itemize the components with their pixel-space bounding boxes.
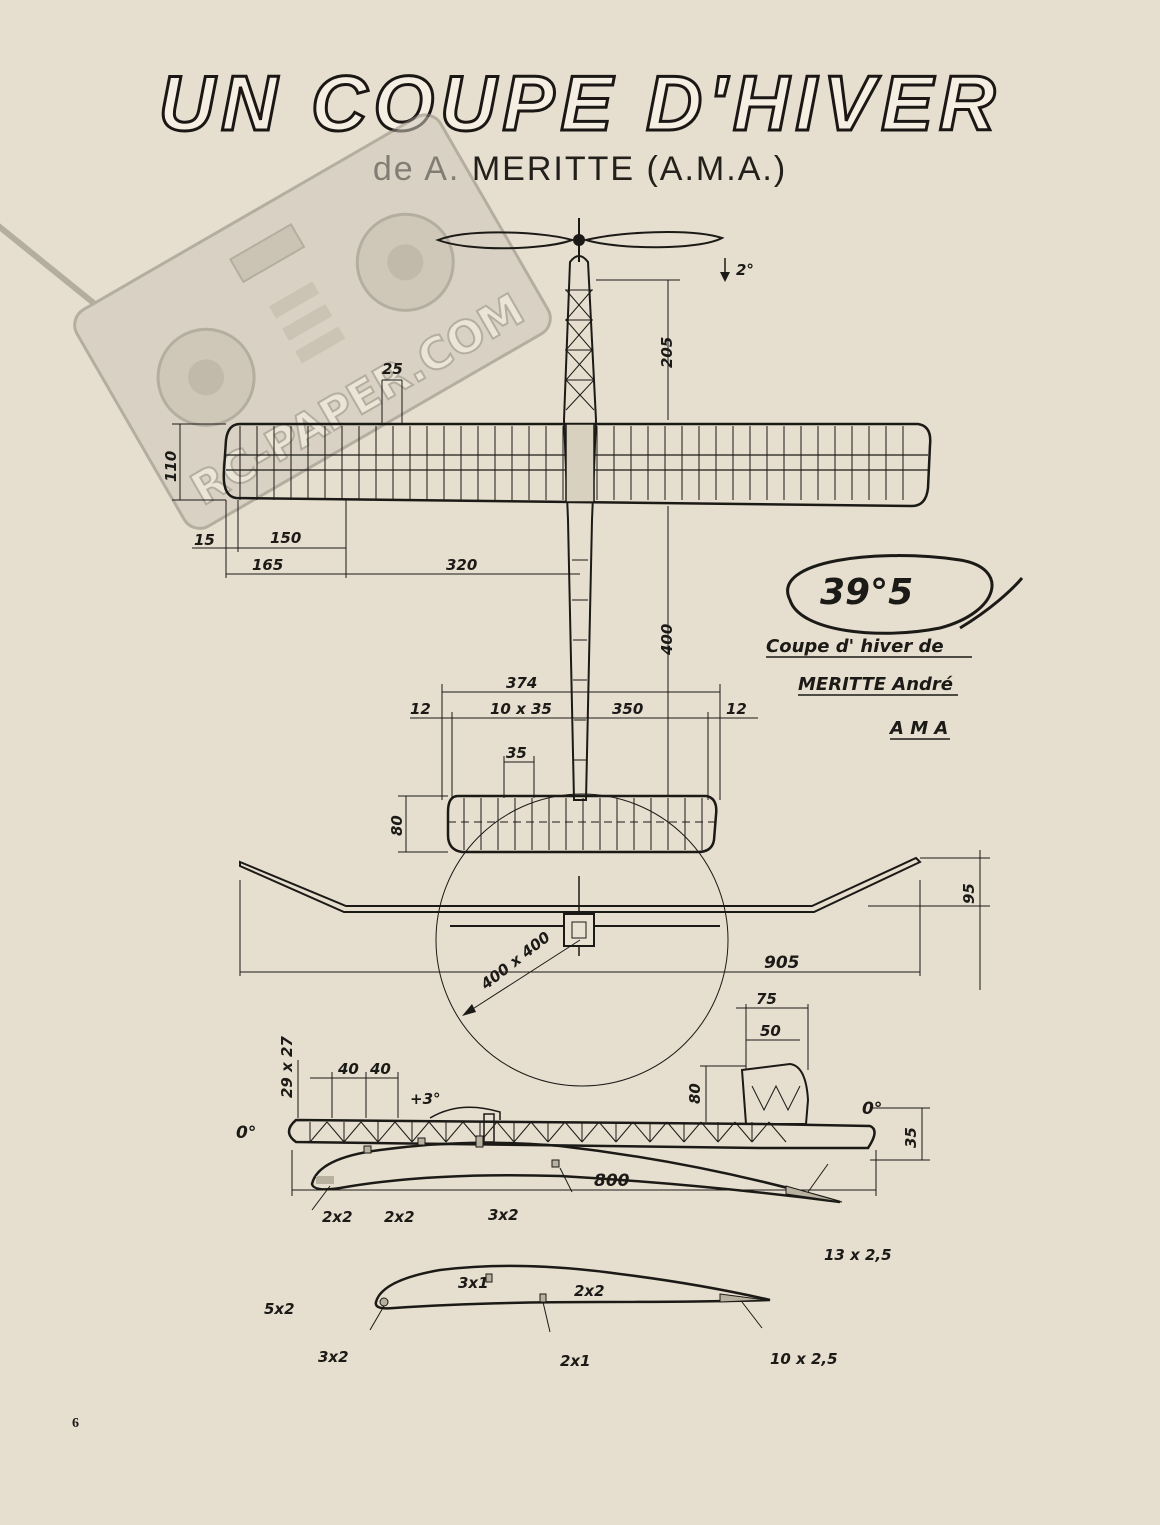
propeller: 2° <box>435 218 754 282</box>
profile-spar-b: 2x2 <box>384 1208 415 1226</box>
profile-spar-c: 3x2 <box>488 1206 519 1224</box>
dim-panel-inner: 150 <box>270 529 301 547</box>
badge-number: 39°5 <box>820 572 913 613</box>
badge-line-2: MERITTE André <box>798 674 953 695</box>
record-badge: 39°5 Coupe d' hiver de MERITTE André A M… <box>766 554 1024 740</box>
badge-line-3: A M A <box>888 718 948 739</box>
dim-stab-rib-spacing: 35 <box>506 744 527 762</box>
profile-stab-le: 3x2 <box>318 1348 349 1366</box>
stab-profile <box>369 1264 771 1333</box>
profile-stab-spar-bottom: 2x1 <box>560 1352 591 1370</box>
dim-tip-offset: 15 <box>194 531 215 549</box>
profile-stab-te: 10 x 2,5 <box>770 1350 838 1368</box>
prop-angle-label: 2° <box>736 261 754 279</box>
dim-fin-height: 80 <box>686 1083 704 1104</box>
profile-stab-spar-top: 3x1 <box>458 1274 489 1292</box>
page-number: 6 <box>72 1416 79 1431</box>
dim-tail-angle: 0° <box>862 1099 882 1119</box>
dim-wing-incidence: +3° <box>410 1090 441 1108</box>
profile-lower-spar: 2x2 <box>574 1282 605 1300</box>
page-title: UN COUPE D'HIVER <box>157 58 1002 149</box>
profile-spar-a: 2x2 <box>322 1208 353 1226</box>
profile-trailing-edge: 13 x 2,5 <box>824 1246 892 1264</box>
dim-fin-inner: 50 <box>760 1022 781 1040</box>
fuselage-plan <box>562 255 598 801</box>
dim-spacing-a: 40 <box>337 1060 359 1078</box>
dim-wing-to-stab: 400 <box>658 624 676 656</box>
dim-fuselage-section: 400 x 400 <box>477 928 554 994</box>
dim-stab-span: 374 <box>506 674 537 692</box>
dim-dihedral-height: 95 <box>960 883 978 904</box>
dim-half-span: 320 <box>446 556 477 574</box>
badge-line-1: Coupe d' hiver de <box>766 636 944 657</box>
dim-stab-half: 350 <box>612 700 643 718</box>
dim-span: 905 <box>764 953 800 973</box>
dim-wing-chord: 110 <box>162 451 180 482</box>
dim-stab-chord: 80 <box>388 815 406 836</box>
dim-fin-top: 75 <box>756 990 777 1008</box>
side-view <box>287 1004 930 1196</box>
wing-plan <box>222 422 932 508</box>
stabiliser-plan <box>446 794 718 854</box>
wing-profile <box>310 1135 843 1211</box>
dim-spacing-b: 40 <box>369 1060 391 1078</box>
front-view <box>239 793 990 1087</box>
dim-tail-height: 35 <box>902 1127 920 1148</box>
dim-nose-angle: 0° <box>236 1123 256 1143</box>
dim-rib-spacing: 25 <box>382 360 403 378</box>
rc-paper-watermark: RC-PAPER.COM <box>0 113 552 530</box>
antenna-icon <box>0 213 97 306</box>
dim-stab-ribs: 10 x 35 <box>490 700 552 718</box>
dim-stab-tip-left: 12 <box>410 700 431 718</box>
dim-stab-tip-right: 12 <box>726 700 747 718</box>
dim-nose-to-wing: 205 <box>658 337 676 368</box>
dim-length: 800 <box>594 1171 630 1191</box>
dim-section: 29 x 27 <box>278 1036 296 1098</box>
dim-panel-outer: 165 <box>252 556 283 574</box>
profile-leading-edge: 5x2 <box>264 1300 295 1318</box>
